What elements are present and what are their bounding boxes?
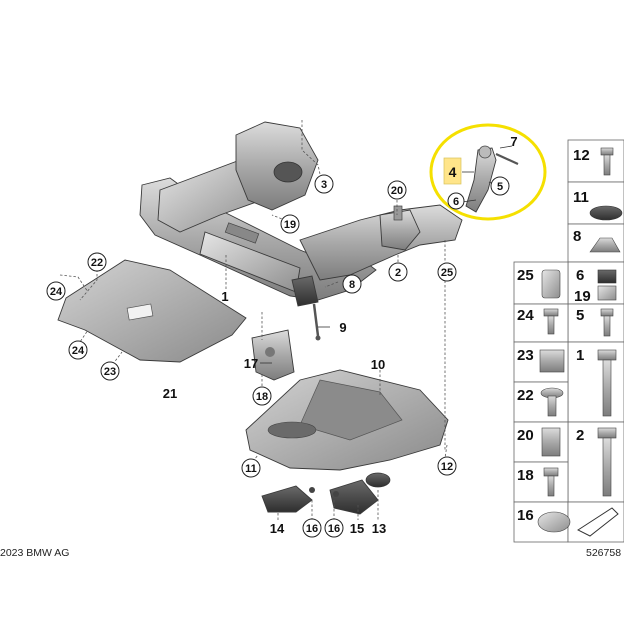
direction-arrow-icon (576, 507, 619, 537)
cover-15 (329, 479, 379, 515)
cover-14 (261, 485, 313, 513)
grid-label-11: 11 (573, 189, 589, 206)
callout-16b: 16 (328, 523, 340, 535)
callout-24a: 24 (50, 286, 63, 298)
underbody-panel-21 (57, 259, 247, 363)
grommet-13 (365, 472, 391, 488)
grid-label-19: 19 (574, 288, 591, 305)
bolt-9 (312, 303, 321, 341)
callout-4: 4 (449, 164, 457, 180)
callout-6: 6 (453, 196, 459, 208)
grid-label-12: 12 (573, 147, 590, 164)
parts-legend-grid: 12 11 8 25 6 19 24 5 23 1 22 20 2 18 16 (513, 139, 624, 543)
grid-label-20: 20 (517, 427, 534, 444)
highlight-ellipse (429, 123, 547, 221)
grid-part-6-bushing (597, 269, 617, 284)
grid-part-25-sleeve (541, 269, 561, 299)
callout-15: 15 (350, 521, 364, 536)
callout-5: 5 (497, 181, 503, 193)
callout-17: 17 (244, 356, 258, 371)
grid-label-2: 2 (576, 427, 584, 444)
clip-16a (309, 487, 315, 493)
callout-3: 3 (321, 179, 327, 191)
callout-20: 20 (391, 185, 403, 197)
callout-22: 22 (91, 257, 103, 269)
callout-1: 1 (221, 289, 228, 304)
grid-label-5: 5 (576, 307, 584, 324)
grid-part-19-bushing (597, 285, 617, 301)
underbody-shield-10 (245, 369, 449, 471)
highlight-box-4 (443, 157, 462, 185)
grid-label-24: 24 (517, 307, 534, 324)
grid-part-23-nut (539, 349, 565, 373)
callout-9: 9 (339, 320, 346, 335)
bracket-17 (251, 329, 295, 381)
grid-part-2-long-bolt (597, 427, 617, 497)
callout-24b: 24 (72, 345, 85, 357)
callouts: 1 2 3 4 5 6 7 8 9 10 11 12 13 14 15 16 1… (46, 134, 518, 538)
copyright-notice: 2023 BMW AG (0, 547, 69, 559)
callout-7: 7 (510, 134, 517, 149)
grid-label-6: 6 (576, 267, 584, 284)
callout-19: 19 (284, 219, 296, 231)
callout-12: 12 (441, 461, 453, 473)
callout-18: 18 (256, 391, 268, 403)
callout-8: 8 (349, 279, 355, 291)
grid-label-8: 8 (573, 228, 581, 245)
grid-part-22-bolt (540, 387, 564, 417)
callout-21: 21 (163, 386, 177, 401)
grid-label-25: 25 (517, 267, 534, 284)
callout-13: 13 (372, 521, 386, 536)
grid-part-1-long-bolt (597, 349, 617, 417)
callout-11: 11 (245, 463, 257, 475)
grid-part-5-bolt (600, 308, 614, 337)
grid-part-18-bolt (543, 467, 559, 497)
callout-25: 25 (441, 267, 453, 279)
callout-2: 2 (395, 267, 401, 279)
grid-label-16: 16 (517, 507, 534, 524)
grid-label-22: 22 (517, 387, 534, 404)
grid-part-24-bolt (543, 308, 559, 335)
grid-label-18: 18 (517, 467, 534, 484)
grid-part-8-mount (589, 237, 621, 253)
grid-label-1: 1 (576, 347, 584, 364)
clip-16b (333, 491, 339, 497)
grid-part-11-grommet (589, 205, 623, 221)
control-arm-part-4 (465, 145, 519, 213)
callout-23: 23 (104, 366, 116, 378)
grid-part-12-bolt (600, 147, 614, 176)
grid-label-23: 23 (517, 347, 534, 364)
callout-14: 14 (270, 521, 285, 536)
diagram-id: 526758 (586, 547, 621, 559)
grid-part-16-cap (537, 511, 571, 533)
callout-16a: 16 (306, 523, 318, 535)
front-axle-subframe (139, 121, 463, 307)
callout-10: 10 (371, 357, 385, 372)
leader-lines (59, 120, 513, 520)
bolt-20 (393, 205, 403, 221)
grid-part-20-spring-bolt (541, 427, 561, 457)
